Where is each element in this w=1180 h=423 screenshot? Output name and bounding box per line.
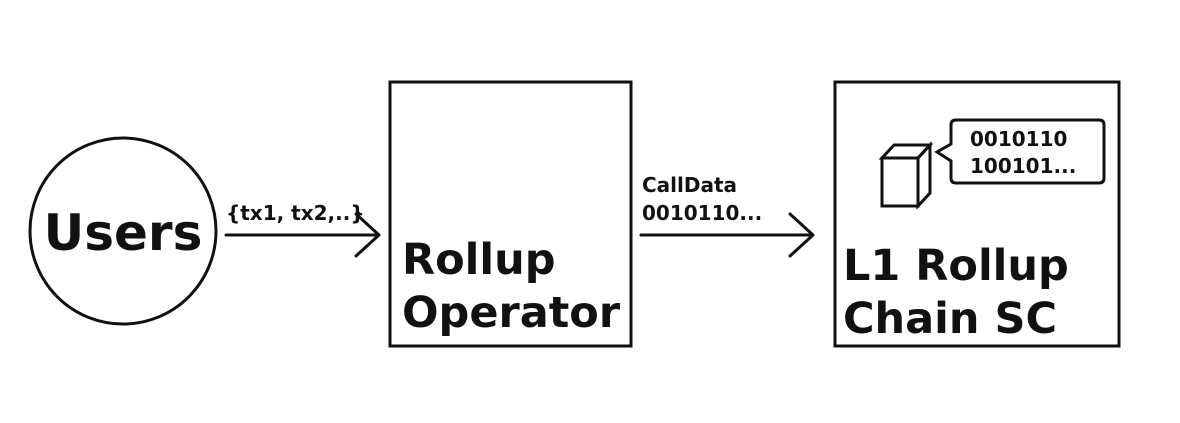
users-circle xyxy=(28,136,218,326)
operator-to-chain-arrowhead xyxy=(788,212,815,258)
operator-box xyxy=(388,80,633,348)
cube-icon xyxy=(878,141,934,210)
operator-to-chain-edge: CallData 0010110... xyxy=(639,173,815,258)
calldata-label-line1: CallData xyxy=(642,173,737,197)
operator-label-line2: Operator xyxy=(402,288,621,338)
speech-bubble-icon: 0010110 100101... xyxy=(934,118,1106,185)
chain-label-line2: Chain SC xyxy=(843,294,1057,344)
calldata-label-line2: 0010110... xyxy=(642,201,762,225)
users-to-operator-edge: {tx1, tx2,..} xyxy=(224,201,381,258)
bubble-binary-line2: 100101... xyxy=(970,154,1076,178)
users-to-operator-arrowhead xyxy=(354,212,381,258)
tx-list-label: {tx1, tx2,..} xyxy=(226,201,365,225)
operator-node: Rollup Operator xyxy=(388,80,633,348)
users-node: Users xyxy=(28,136,218,326)
operator-label-line1: Rollup xyxy=(402,235,556,285)
users-label: Users xyxy=(44,204,203,262)
chain-label-line1: L1 Rollup xyxy=(843,241,1069,291)
chain-box xyxy=(833,80,1121,348)
chain-node: 0010110 100101... L1 Rollup Chain SC xyxy=(833,80,1121,348)
bubble-binary-line1: 0010110 xyxy=(970,127,1067,151)
